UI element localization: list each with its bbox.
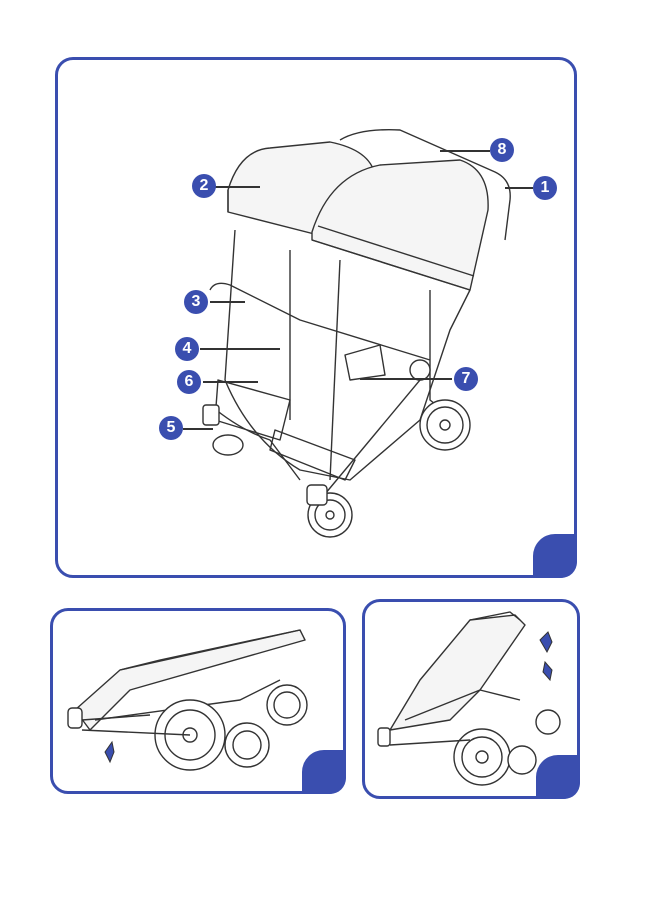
callout-8: 8 <box>490 138 514 162</box>
leader-3 <box>210 301 245 303</box>
folding-stroller-illustration <box>378 612 560 785</box>
leader-1 <box>505 187 533 189</box>
leader-6 <box>203 381 258 383</box>
callout-7: 7 <box>454 367 478 391</box>
fold-arrow-down <box>543 662 552 680</box>
leader-2 <box>215 186 260 188</box>
callout-3: 3 <box>184 290 208 314</box>
fold-arrow-up <box>105 742 114 762</box>
callout-1: 1 <box>533 176 557 200</box>
cup-holder <box>345 345 385 380</box>
callout-5: 5 <box>159 416 183 440</box>
callout-4: 4 <box>175 337 199 361</box>
leader-4 <box>200 348 280 350</box>
leader-8 <box>440 150 490 152</box>
folded-stroller-illustration <box>68 630 307 770</box>
fold-arrow-up-2 <box>540 632 552 652</box>
callout-2: 2 <box>192 174 216 198</box>
callout-6: 6 <box>177 370 201 394</box>
leader-7 <box>360 378 452 380</box>
leader-5 <box>183 428 213 430</box>
